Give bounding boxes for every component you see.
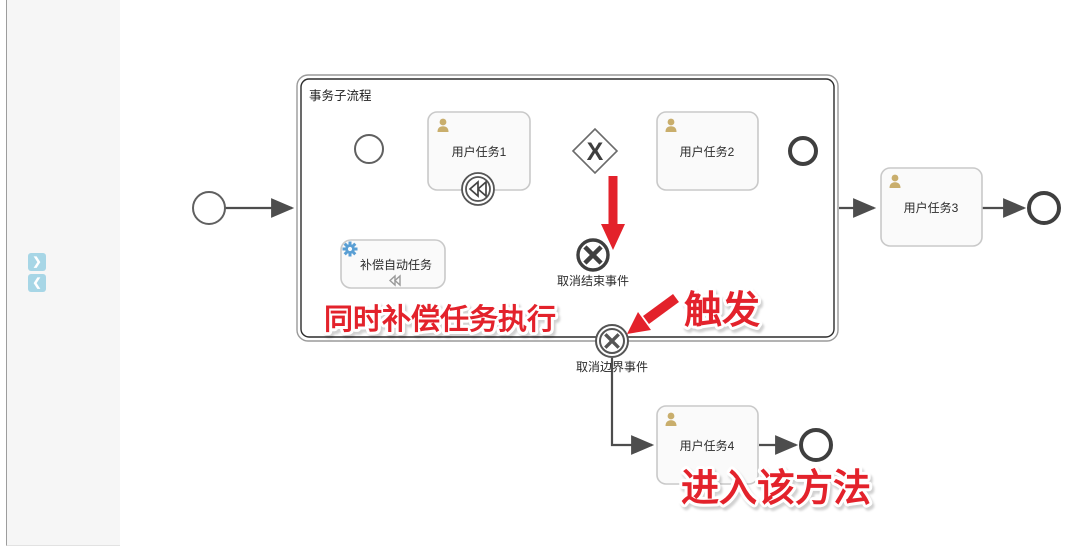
cancel-x-icon: [583, 245, 603, 265]
compensation-marker-icon: [388, 274, 401, 287]
user-task-1[interactable]: 用户任务1: [427, 111, 531, 191]
start-event-main[interactable]: [192, 191, 226, 225]
cancel-boundary-event[interactable]: 取消边界事件: [576, 324, 648, 374]
user-icon: [665, 118, 677, 132]
cancel-end-event-label: 取消结束事件: [557, 274, 629, 288]
red-arrow-to-boundary: [627, 293, 679, 334]
end-event-main[interactable]: [1027, 191, 1061, 225]
gateway-x-marker: X: [587, 138, 604, 166]
gear-icon: [342, 241, 358, 257]
subprocess-label: 事务子流程: [309, 88, 372, 103]
compensation-rewind-icon: [468, 180, 487, 198]
exclusive-gateway[interactable]: X: [571, 127, 619, 175]
compensation-boundary-event[interactable]: [461, 172, 495, 206]
compensation-service-task[interactable]: 补偿自动任务: [340, 239, 446, 289]
user-icon: [665, 412, 677, 426]
cancel-end-event[interactable]: 取消结束事件: [557, 238, 629, 288]
user-task-4-label: 用户任务4: [680, 438, 735, 453]
annotation-enter-method: 进入该方法: [681, 468, 871, 510]
cancel-x-icon: [604, 333, 620, 349]
end-event-subprocess[interactable]: [788, 136, 818, 166]
user-task-2[interactable]: 用户任务2: [656, 111, 759, 191]
user-icon: [437, 118, 449, 132]
compensation-task-label: 补偿自动任务: [360, 257, 432, 272]
palette-sidebar: ❯ ❮: [6, 0, 120, 546]
annotation-parallel-compensation: 同时补偿任务执行: [324, 303, 556, 336]
user-task-4[interactable]: 用户任务4: [656, 405, 759, 485]
user-task-3-label: 用户任务3: [904, 200, 959, 215]
subprocess-inner-border: [300, 78, 835, 338]
red-arrow-down: [601, 176, 625, 250]
start-event-subprocess[interactable]: [354, 134, 384, 164]
annotation-trigger: 触发: [684, 290, 760, 332]
user-icon: [889, 174, 901, 188]
palette-expand-button[interactable]: ❯: [28, 253, 46, 271]
user-task-3[interactable]: 用户任务3: [880, 167, 983, 247]
user-task-1-label: 用户任务1: [452, 144, 507, 159]
palette-collapse-button[interactable]: ❮: [28, 274, 46, 292]
sequence-flow-boundary-to-task4[interactable]: [610, 358, 655, 455]
end-event-task4[interactable]: [799, 428, 833, 462]
user-task-2-label: 用户任务2: [680, 144, 735, 159]
cancel-boundary-event-label: 取消边界事件: [576, 360, 648, 374]
